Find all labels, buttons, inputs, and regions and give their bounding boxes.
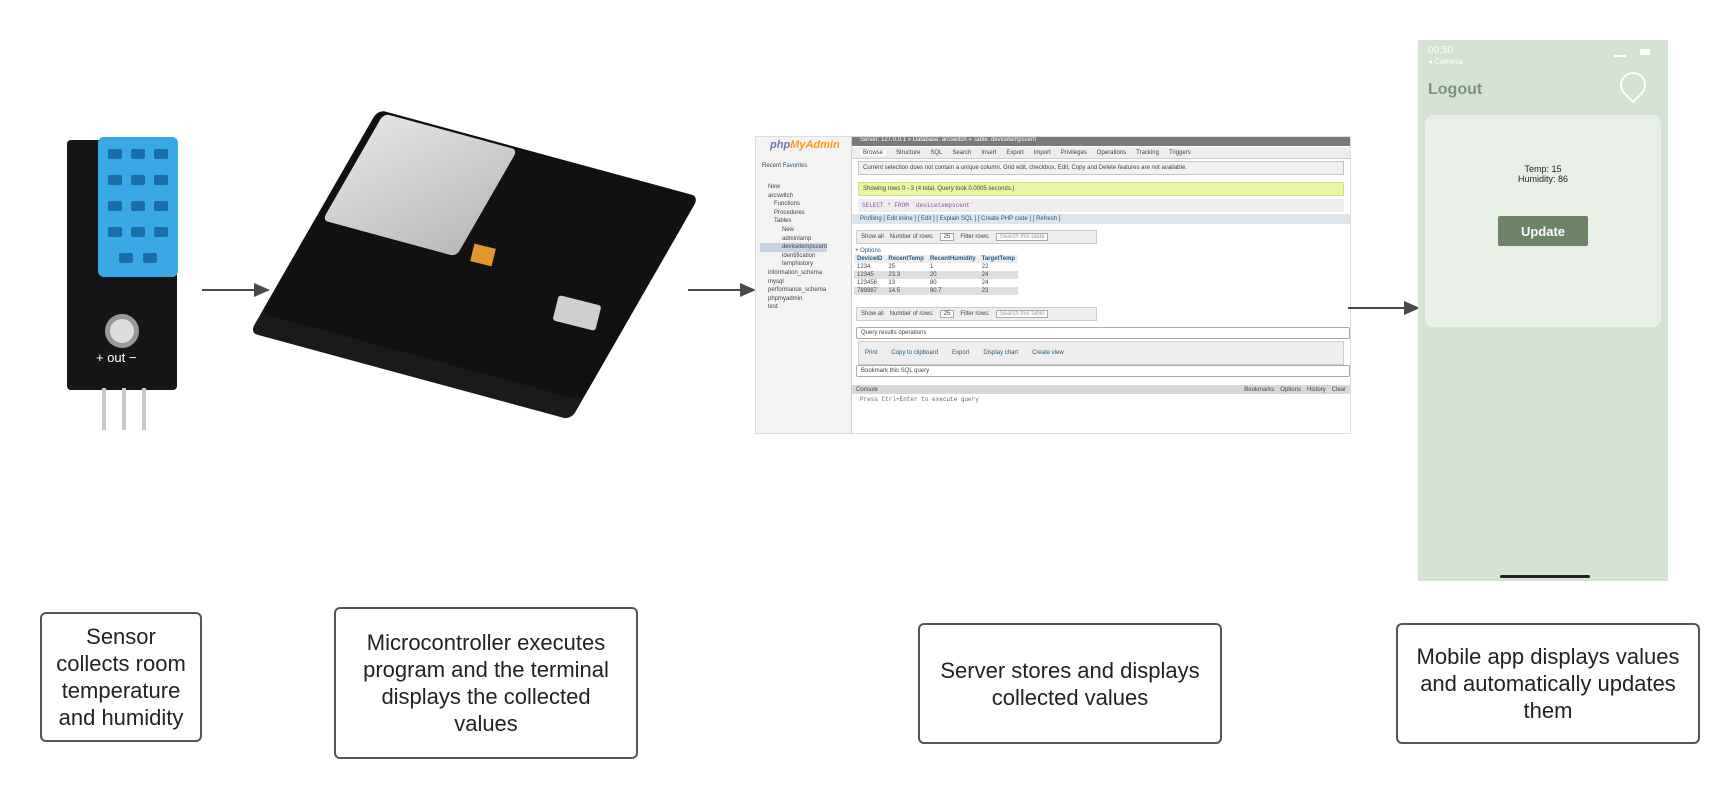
- tab-triggers[interactable]: Triggers: [1168, 149, 1191, 156]
- console-hint: Press Ctrl+Enter to execute query: [860, 396, 979, 403]
- console-history[interactable]: History: [1306, 386, 1326, 393]
- signal-icon: [1614, 48, 1626, 57]
- tab-tracking[interactable]: Tracking: [1136, 149, 1159, 156]
- rows-select[interactable]: 25: [939, 233, 955, 241]
- notice-message: Current selection does not contain a uni…: [858, 161, 1344, 175]
- console-bar: Console Bookmarks Options History Clear: [852, 385, 1350, 394]
- tree-item[interactable]: identification: [782, 252, 816, 259]
- print-link[interactable]: Print: [865, 350, 878, 356]
- export-link[interactable]: Export: [952, 350, 970, 356]
- logout-link[interactable]: Logout: [1428, 81, 1483, 98]
- rows-select[interactable]: 25: [939, 310, 955, 318]
- nav-controls-bottom: Show all Number of rows: 25 Filter rows:…: [856, 307, 1097, 321]
- bookmark-query[interactable]: Bookmark this SQL query: [856, 365, 1350, 377]
- tree-item[interactable]: test: [768, 304, 778, 311]
- options-link[interactable]: + Options: [855, 248, 881, 254]
- tree-item-selected[interactable]: devicetempscent: [760, 243, 828, 252]
- console-label[interactable]: Console: [856, 386, 879, 393]
- db-tree: New arcswitch Functions Procedures Table…: [760, 183, 828, 312]
- display-chart-link[interactable]: Display chart: [983, 350, 1019, 356]
- tab-browse[interactable]: Browse: [860, 149, 887, 156]
- caption-server: Server stores and displays collected val…: [918, 623, 1222, 744]
- tree-item[interactable]: New: [782, 226, 795, 233]
- update-button[interactable]: Update: [1498, 216, 1588, 246]
- tree-item[interactable]: Tables: [774, 218, 792, 225]
- status-icons: [1614, 48, 1654, 57]
- create-view-link[interactable]: Create view: [1032, 350, 1064, 356]
- console-clear[interactable]: Clear: [1331, 386, 1346, 393]
- tree-item[interactable]: New: [768, 184, 781, 190]
- query-ops-title: Query results operations: [856, 327, 1350, 339]
- tree-item[interactable]: Procedures: [774, 209, 805, 216]
- profiling-links[interactable]: Profiling [ Edit inline ] [ Edit ] [ Exp…: [852, 214, 1350, 224]
- caption-microcontroller: Microcontroller executes program and the…: [334, 607, 638, 759]
- tree-item[interactable]: Functions: [774, 201, 801, 208]
- show-all-checkbox[interactable]: Show all: [861, 311, 884, 317]
- phpmyadmin-sidebar: phpMyAdmin Recent Favorites New arcswitc…: [756, 137, 852, 433]
- humidity-reading: Humidity: 86: [1517, 174, 1569, 184]
- tab-export[interactable]: Export: [1006, 149, 1024, 156]
- tree-item[interactable]: temphistory: [782, 261, 814, 268]
- tree-item[interactable]: information_schema: [768, 269, 823, 276]
- nav-favorites[interactable]: Favorites: [782, 163, 808, 169]
- caption-sensor: Sensor collects room temperature and hum…: [40, 612, 202, 742]
- sensor-pin-label: + out −: [96, 350, 137, 365]
- tab-search[interactable]: Search: [952, 149, 972, 156]
- show-all-checkbox[interactable]: Show all: [861, 234, 884, 240]
- tab-operations[interactable]: Operations: [1096, 149, 1127, 156]
- success-message: Showing rows 0 - 3 (4 total, Query took …: [858, 182, 1344, 196]
- tree-item[interactable]: performance_schema: [768, 287, 827, 294]
- table-header-row: DeviceID RecentTemp RecentHumidity Targe…: [854, 255, 1019, 263]
- tree-item[interactable]: arcswitch: [768, 192, 794, 199]
- home-indicator: [1500, 575, 1590, 578]
- console-bookmarks[interactable]: Bookmarks: [1244, 386, 1275, 393]
- arrow: [688, 283, 756, 297]
- battery-icon: [1640, 49, 1650, 55]
- tab-insert[interactable]: Insert: [981, 149, 997, 156]
- sensor-pin: [122, 388, 126, 430]
- sql-query: SELECT * FROM `devicetempscent`: [858, 199, 1344, 212]
- query-ops-panel: Print Copy to clipboard Export Display c…: [858, 341, 1344, 365]
- tree-item[interactable]: phpmyadmin: [768, 295, 803, 302]
- back-to-camera[interactable]: ◂ Camera: [1428, 57, 1463, 66]
- sensor-mount-hole: [105, 314, 139, 348]
- phpmyadmin-screenshot: phpMyAdmin Recent Favorites New arcswitc…: [755, 136, 1351, 434]
- arrow: [202, 283, 270, 297]
- tab-bar: Browse Structure SQL Search Insert Expor…: [852, 147, 1350, 159]
- tab-import[interactable]: Import: [1033, 149, 1051, 156]
- temp-reading: Temp: 15: [1524, 164, 1562, 174]
- arrow: [1348, 301, 1420, 315]
- column-header[interactable]: TargetTemp: [978, 255, 1019, 263]
- copy-to-clipboard-link[interactable]: Copy to clipboard: [891, 350, 939, 356]
- nav-recent[interactable]: Recent: [762, 163, 782, 169]
- sensor-pin: [102, 388, 106, 430]
- tree-item[interactable]: mysql: [768, 278, 784, 285]
- column-header[interactable]: RecentTemp: [885, 255, 927, 263]
- filter-input[interactable]: Search this table: [995, 233, 1049, 241]
- tab-sql[interactable]: SQL: [930, 149, 943, 156]
- results-table: DeviceID RecentTemp RecentHumidity Targe…: [854, 255, 1019, 295]
- sensor-pin: [142, 388, 146, 430]
- nav-controls-top: Show all Number of rows: 25 Filter rows:…: [856, 230, 1097, 244]
- tab-privileges[interactable]: Privileges: [1060, 149, 1087, 156]
- column-header[interactable]: RecentHumidity: [926, 255, 979, 263]
- status-time: 00:50: [1428, 45, 1454, 56]
- tab-structure[interactable]: Structure: [896, 149, 921, 156]
- phpmyadmin-logo: phpMyAdmin: [770, 139, 840, 151]
- breadcrumb: Server: 127.0.0.1 » Database: arcswitch …: [852, 137, 1350, 146]
- filter-input[interactable]: Search this table: [995, 310, 1049, 318]
- caption-mobile-app: Mobile app displays values and automatic…: [1396, 623, 1700, 744]
- tree-item[interactable]: adminlamp: [782, 235, 812, 242]
- column-header[interactable]: DeviceID: [854, 255, 886, 263]
- sensor-housing: [98, 137, 178, 277]
- console-options[interactable]: Options: [1280, 386, 1301, 393]
